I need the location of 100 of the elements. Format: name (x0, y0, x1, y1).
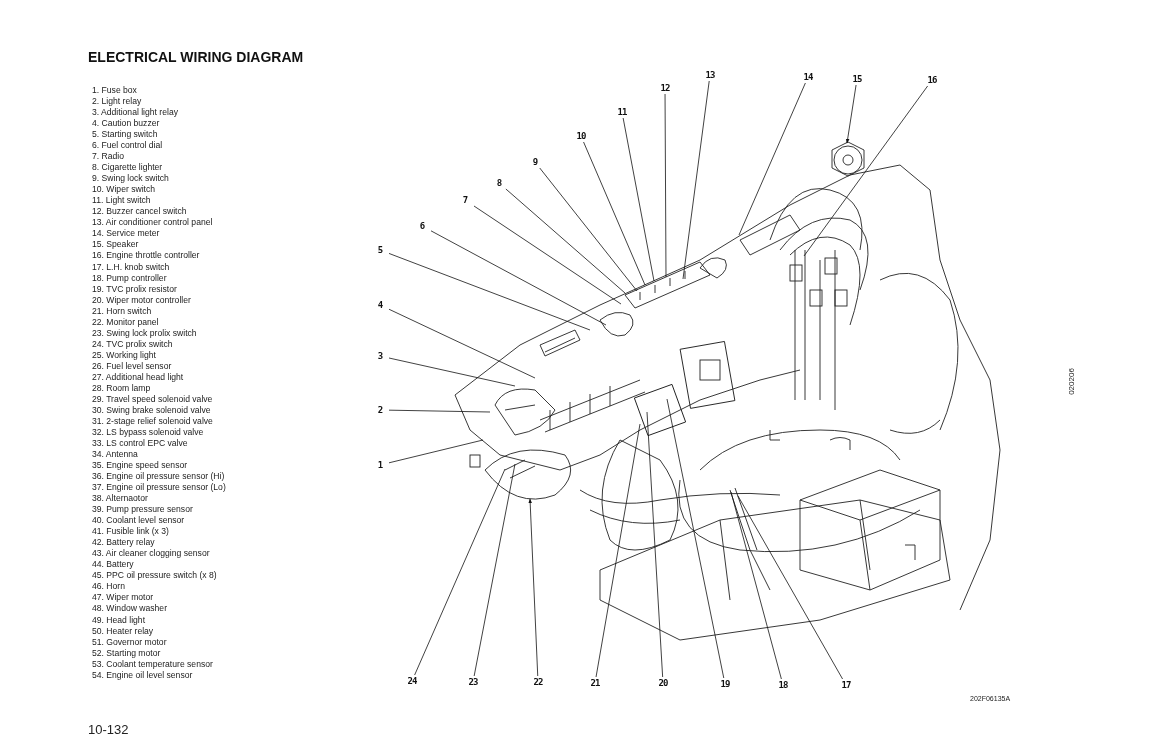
parts-list-item: 23. Swing lock prolix switch (92, 327, 198, 339)
callout-number: 2 (371, 404, 389, 416)
leader-line (622, 117, 655, 282)
parts-list-item: 15. Speaker (92, 239, 140, 251)
callout-number: 13 (701, 69, 719, 81)
parts-list-item: 4. Caution buzzer (92, 118, 161, 130)
leader-line (539, 167, 638, 292)
parts-list-item: 13. Air conditioner control panel (92, 217, 214, 229)
parts-list-item: 34. Antenna (92, 449, 139, 461)
parts-list-item: 20. Wiper motor controller (92, 294, 192, 306)
parts-list-item: 11. Light switch (92, 195, 152, 207)
parts-list-item: 50. Heater relay (92, 625, 155, 637)
callout-number: 12 (656, 82, 674, 94)
callout-number: 17 (837, 679, 855, 691)
parts-list-item: 29. Travel speed solenoid valve (92, 393, 214, 405)
parts-list-item: 48. Window washer (92, 603, 168, 615)
callout-number: 24 (403, 675, 421, 687)
parts-list-item: 27. Additional head light (92, 371, 185, 383)
leader-line (803, 85, 929, 257)
parts-list-item: 25. Working light (92, 349, 157, 361)
parts-list-item: 28. Room lamp (92, 382, 152, 394)
parts-list-item: 53. Coolant temperature sensor (92, 658, 214, 670)
parts-list-item: 44. Battery (92, 559, 135, 571)
parts-list-item: 41. Fusible link (x 3) (92, 526, 170, 538)
leader-line (388, 357, 516, 387)
leader-line (473, 205, 622, 305)
parts-list-item: 43. Air cleaner clogging sensor (92, 548, 211, 560)
callout-number: 16 (923, 74, 941, 86)
leader-line (738, 82, 806, 236)
leader-line (430, 230, 607, 326)
callout-number: 14 (799, 71, 817, 83)
parts-list-item: 32. LS bypass solenoid valve (92, 426, 205, 438)
parts-list-item: 14. Service meter (92, 228, 161, 240)
parts-list-item: 54. Engine oil level sensor (92, 669, 194, 681)
parts-list-item: 26. Fuel level sensor (92, 360, 173, 372)
callout-number: 22 (529, 676, 547, 688)
parts-list-item: 40. Coolant level sensor (92, 515, 186, 527)
parts-list-item: 52. Starting motor (92, 647, 162, 659)
leader-line (388, 308, 536, 379)
leader-line (730, 491, 782, 680)
parts-list-item: 12. Buzzer cancel switch (92, 206, 188, 218)
parts-list-item: 47. Wiper motor (92, 592, 155, 604)
parts-list-item: 5. Starting switch (92, 129, 159, 141)
drawing-code: 020206 (1066, 368, 1076, 395)
leader-line (646, 411, 664, 678)
parts-list-item: 16. Engine throttle controller (92, 250, 201, 262)
leader-line (664, 93, 667, 278)
callout-number: 11 (613, 106, 631, 118)
page-title: ELECTRICAL WIRING DIAGRAM (88, 49, 304, 65)
callout-number: 8 (490, 177, 508, 189)
leader-line (737, 495, 843, 680)
callout-number: 21 (586, 677, 604, 689)
callout-number: 19 (716, 678, 734, 690)
leader-line (682, 80, 710, 280)
leader-line (388, 439, 484, 464)
callout-number: 18 (774, 679, 792, 691)
callout-number: 9 (526, 156, 544, 168)
parts-list-item: 7. Radio (92, 151, 125, 163)
page-number: 10-132 (88, 722, 129, 737)
parts-list-item: 51. Governor motor (92, 636, 168, 648)
callout-number: 23 (464, 676, 482, 688)
parts-list-item: 36. Engine oil pressure sensor (Hi) (92, 471, 226, 483)
parts-list-item: 10. Wiper switch (92, 184, 157, 196)
parts-list-item: 22. Monitor panel (92, 316, 160, 328)
parts-list-item: 1. Fuse box (92, 85, 138, 97)
leader-line (666, 398, 725, 679)
parts-list-item: 6. Fuel control dial (92, 140, 164, 152)
parts-list-item: 38. Alternaotor (92, 493, 149, 505)
parts-list-item: 21. Horn switch (92, 305, 153, 317)
callout-number: 5 (371, 244, 389, 256)
parts-list-item: 9. Swing lock switch (92, 173, 170, 185)
callout-number: 20 (654, 677, 672, 689)
callout-number: 6 (413, 220, 431, 232)
callout-number: 10 (572, 130, 590, 142)
parts-list-item: 2. Light relay (92, 96, 143, 108)
leader-line (388, 253, 591, 331)
leader-line (583, 141, 646, 286)
parts-list-item: 8. Cigarette lighter (92, 162, 164, 174)
parts-list-item: 39. Pump pressure sensor (92, 504, 194, 516)
parts-list-item: 18. Pump controller (92, 272, 168, 284)
leader-line (473, 463, 516, 677)
parts-list-item: 42. Battery relay (92, 537, 156, 549)
callout-number: 3 (371, 350, 389, 362)
parts-list-item: 31. 2-stage relief solenoid valve (92, 415, 214, 427)
callout-number: 7 (456, 194, 474, 206)
parts-list-item: 33. LS control EPC valve (92, 438, 189, 450)
parts-list-item: 19. TVC prolix resistor (92, 283, 178, 295)
leader-line (388, 409, 491, 413)
parts-list-item: 49. Head light (92, 614, 147, 626)
parts-list-item: 37. Engine oil pressure sensor (Lo) (92, 482, 227, 494)
callout-number: 1 (371, 459, 389, 471)
parts-list-item: 24. TVC prolix switch (92, 338, 174, 350)
leader-line (595, 423, 641, 678)
leader-line (414, 468, 506, 676)
callout-number: 4 (371, 299, 389, 311)
leader-line (505, 188, 626, 294)
callout-number: 15 (848, 73, 866, 85)
parts-list-item: 46. Horn (92, 581, 126, 593)
parts-list-item: 3. Additional light relay (92, 107, 179, 119)
parts-list-item: 45. PPC oil pressure switch (x 8) (92, 570, 218, 582)
